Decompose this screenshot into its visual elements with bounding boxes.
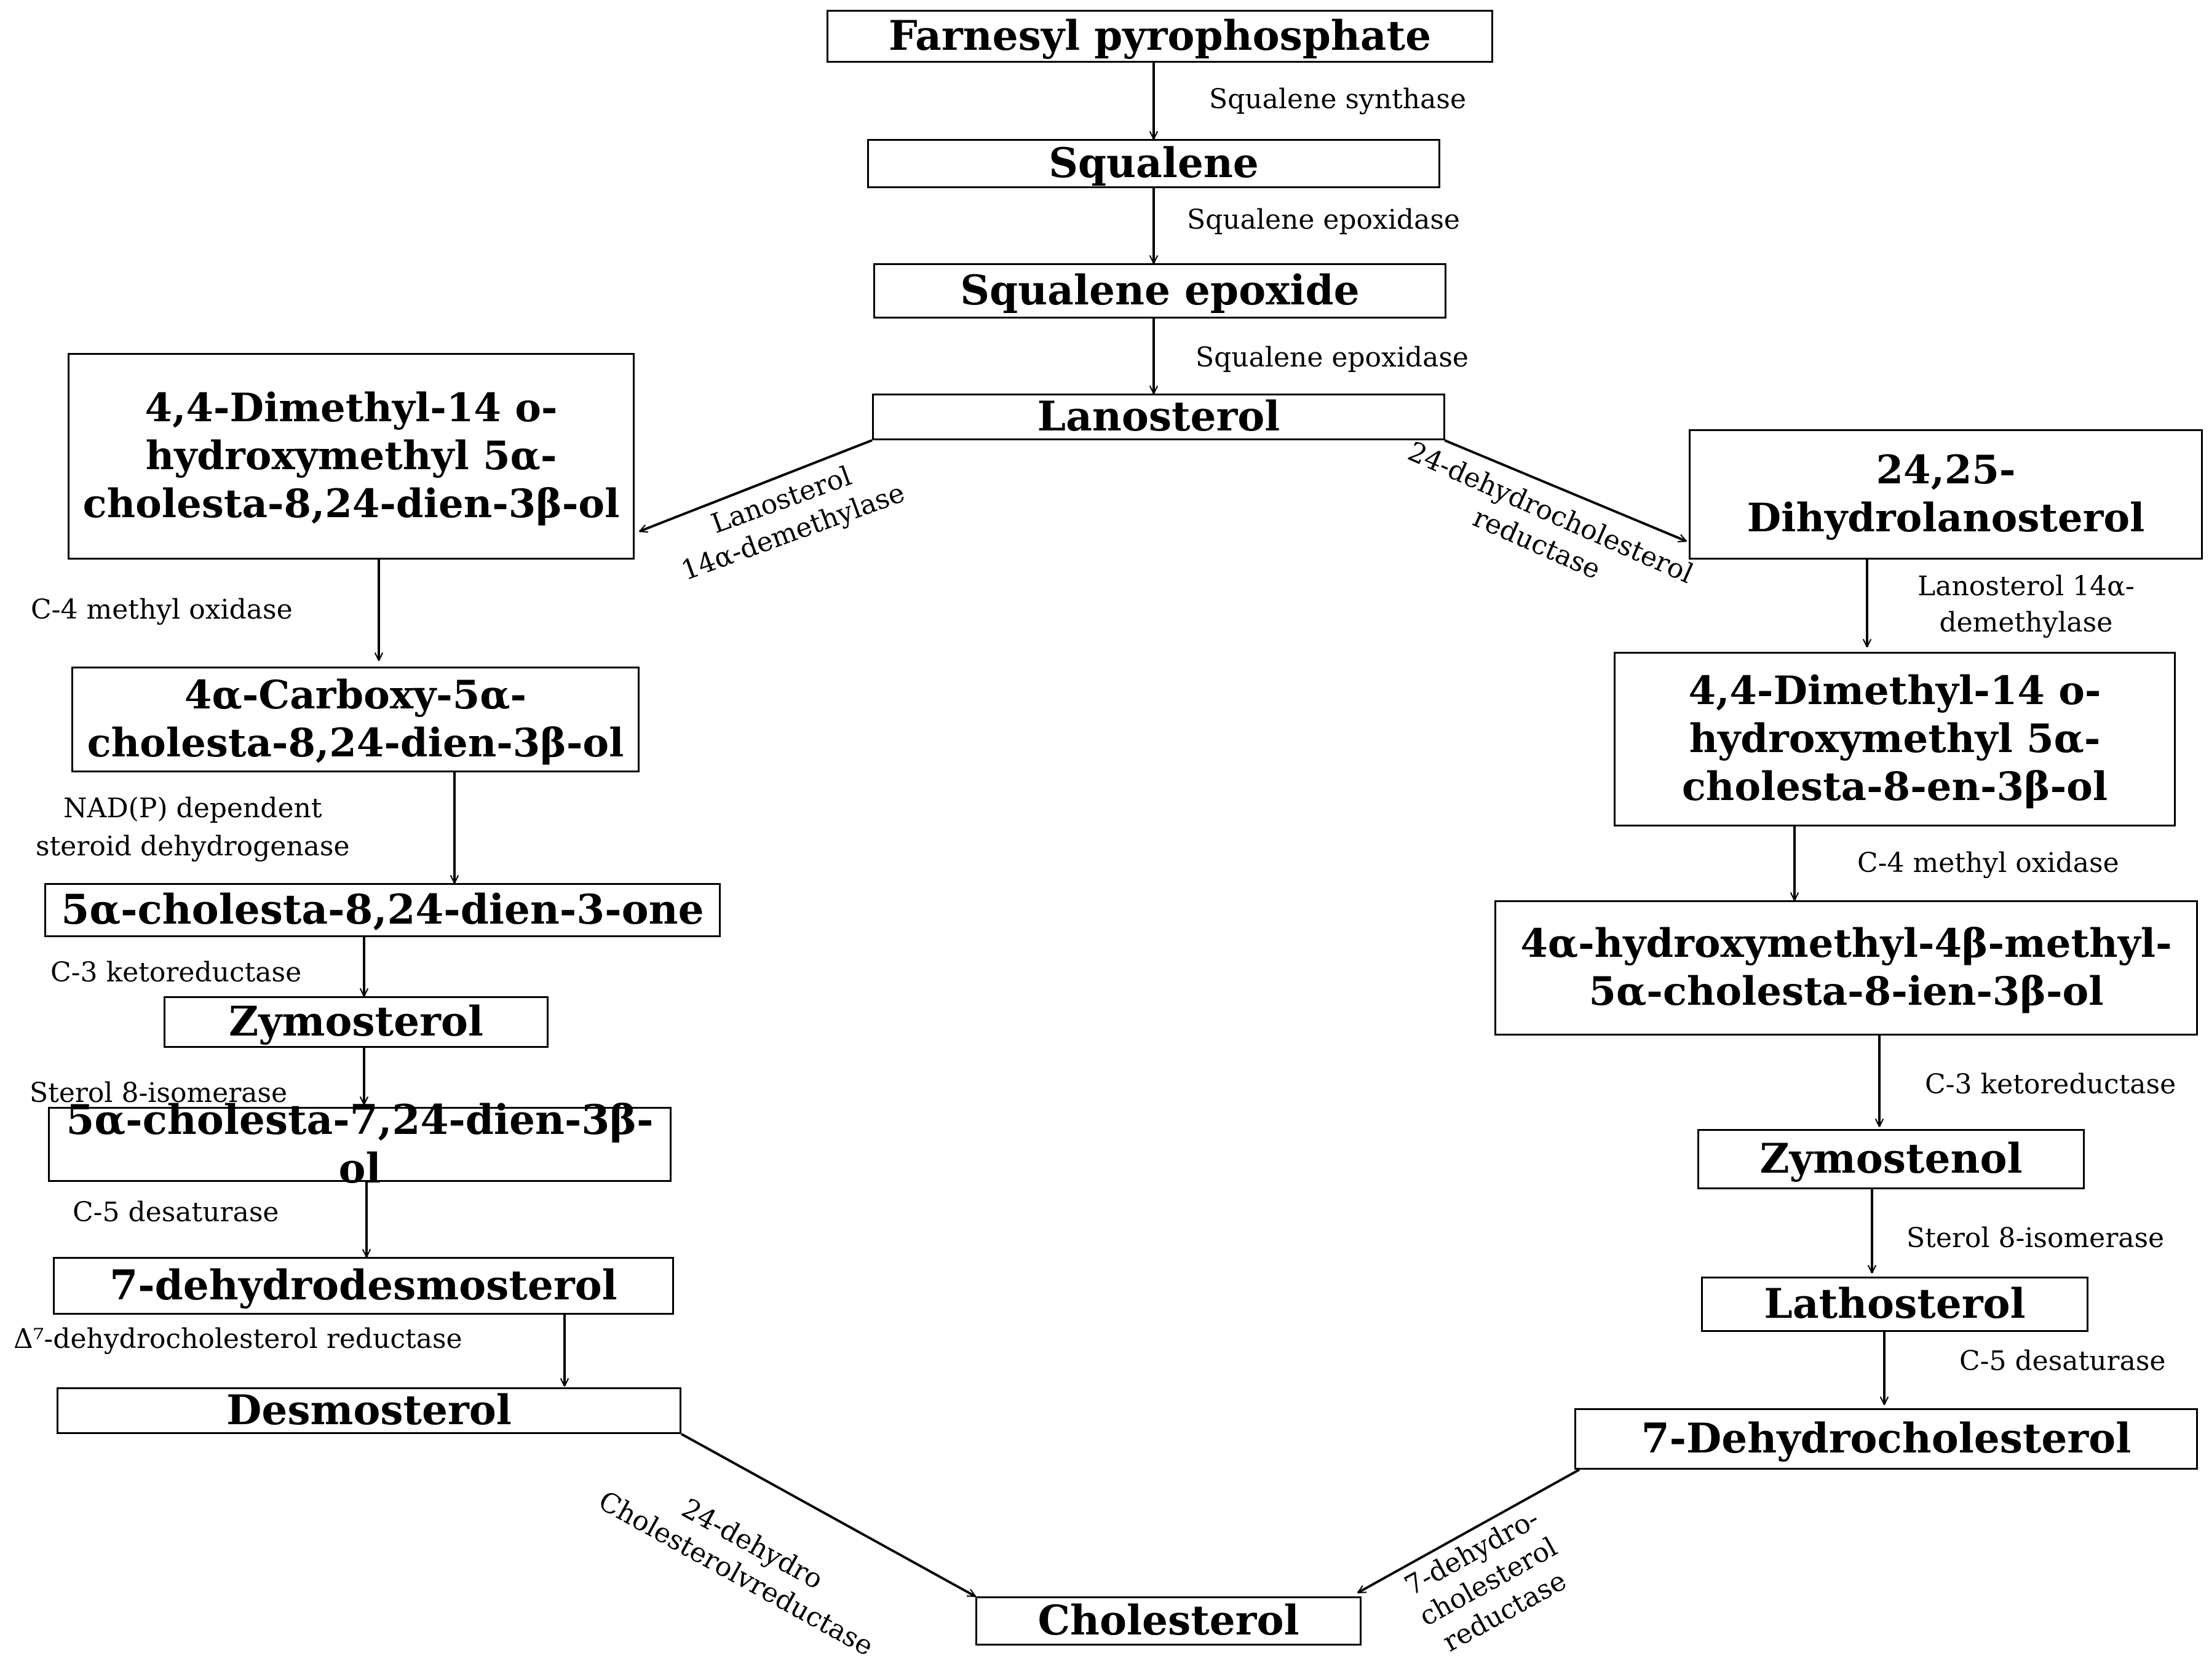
node-zymosterol: Zymosterol [164, 996, 549, 1048]
enzyme-c5-desaturase-left: C-5 desaturase [73, 1197, 279, 1228]
node-squalene-epoxide: Squalene epoxide [873, 263, 1446, 319]
node-cholesta-7-24-dienol: 5α-cholesta-7,24-dien-3β-ol [48, 1096, 672, 1192]
arrow-lanosterol-right [1444, 439, 1686, 541]
enzyme-squalene-epoxidase-1: Squalene epoxidase [1187, 204, 1460, 236]
node-hydroxymethyl-methyl-cholestenol: 4α-hydroxymethyl-4β-methyl- 5α-cholesta-… [1494, 900, 2198, 1036]
enzyme-sterol-8-isomerase-left: Sterol 8-isomerase [30, 1077, 288, 1109]
enzyme-c4-methyl-oxidase-right: C-4 methyl oxidase [1857, 847, 2119, 879]
enzyme-c3-ketoreductase-right: C-3 ketoreductase [1925, 1069, 2176, 1100]
enzyme-sterol-8-isomerase-right: Sterol 8-isomerase [1906, 1222, 2165, 1254]
node-squalene: Squalene [867, 139, 1440, 188]
enzyme-c4-methyl-oxidase-left: C-4 methyl oxidase [31, 594, 293, 625]
node-desmosterol: Desmosterol [57, 1386, 681, 1434]
enzyme-delta7-dehydrocholesterol-reductase: Δ⁷-dehydrocholesterol reductase [14, 1323, 462, 1355]
node-cholesterol: Cholesterol [975, 1596, 1362, 1646]
arrow-lanosterol-left [640, 439, 873, 531]
enzyme-squalene-epoxidase-2: Squalene epoxidase [1196, 342, 1469, 373]
node-7-dehydrocholesterol: 7-Dehydrocholesterol [1574, 1408, 2198, 1470]
node-carboxy-cholestadienol: 4α-Carboxy-5α- cholesta-8,24-dien-3β-ol [71, 667, 640, 772]
arrow-dehydrocholesterol-cholesterol [1358, 1468, 1580, 1594]
node-dimethyl-hydroxymethyl-cholestenol: 4,4-Dimethyl-14 o- hydroxymethyl 5α- cho… [1614, 652, 2176, 826]
node-lanosterol: Lanosterol [872, 392, 1445, 440]
node-cholestadienone: 5α-cholesta-8,24-dien-3-one [44, 883, 721, 937]
node-farnesyl-pyrophosphate: Farnesyl pyrophosphate [827, 10, 1493, 63]
node-7-dehydrodesmosterol: 7-dehydrodesmosterol [53, 1257, 674, 1315]
node-dimethyl-hydroxymethyl-cholestadienol: 4,4-Dimethyl-14 o- hydroxymethyl 5α- cho… [68, 353, 635, 560]
node-zymostenol: Zymostenol [1697, 1129, 2085, 1189]
enzyme-c3-ketoreductase-left: C-3 ketoreductase [50, 957, 302, 988]
enzyme-nadp-steroid-dehydrogenase: NAD(P) dependent steroid dehydrogenase [36, 793, 350, 863]
enzyme-squalene-synthase: Squalene synthase [1209, 84, 1466, 115]
enzyme-c5-desaturase-right: C-5 desaturase [1959, 1345, 2166, 1377]
enzyme-lanosterol-demethylase-right: Lanosterol 14α- demethylase [1918, 571, 2135, 639]
arrow-desmosterol-cholesterol [681, 1433, 975, 1598]
node-lathosterol: Lathosterol [1701, 1277, 2088, 1332]
node-dihydrolanosterol: 24,25- Dihydrolanosterol [1689, 429, 2203, 560]
